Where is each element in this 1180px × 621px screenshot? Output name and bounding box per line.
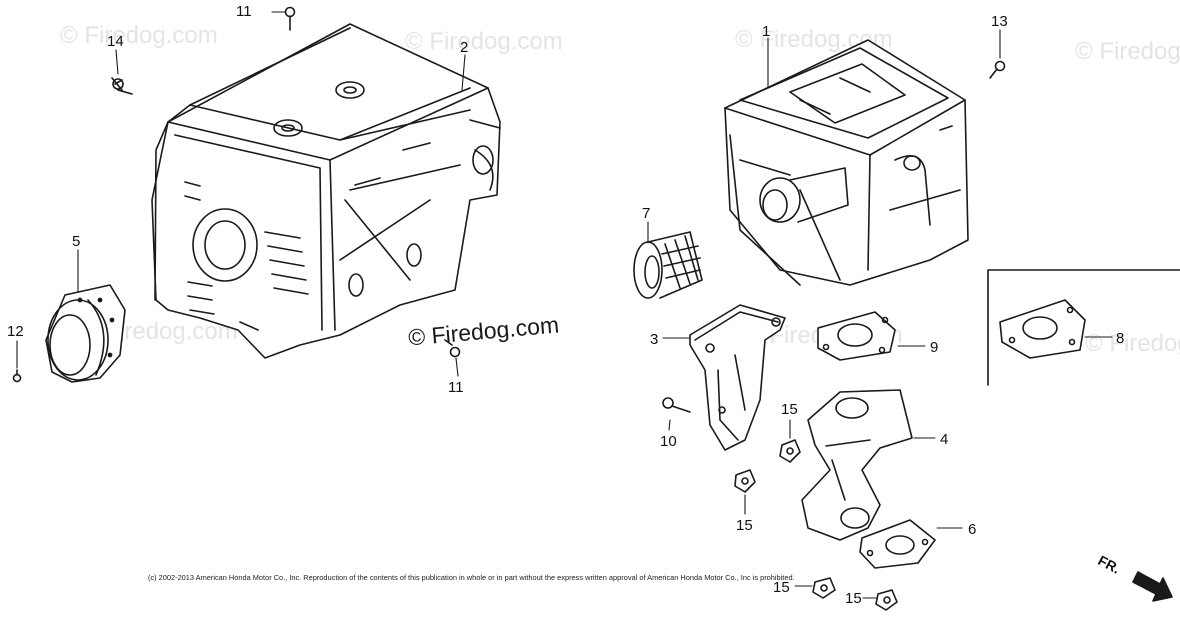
watermark: © Firedog.com (1085, 330, 1180, 357)
callout-14: 14 (107, 33, 124, 50)
screw-part-11-top (284, 6, 296, 31)
callout-1: 1 (762, 23, 771, 40)
callout-2: 2 (460, 39, 469, 56)
exhaust-cap-part-5 (45, 284, 126, 383)
nut-part-15-a (779, 439, 801, 463)
watermark: © Firedog.com (405, 28, 563, 55)
nut-part-15-c (812, 577, 836, 599)
muffler-protector-part-2 (151, 23, 501, 359)
callout-15-c: 15 (773, 579, 790, 596)
callout-10: 10 (660, 433, 677, 450)
callout-9: 9 (930, 339, 939, 356)
screw-part-11-bottom (444, 339, 461, 358)
leader-lines (16, 11, 1113, 599)
bolt-part-10 (662, 397, 691, 413)
part-8-box-outline (987, 269, 1180, 386)
nut-part-15-d (875, 589, 898, 611)
callout-5: 5 (72, 233, 81, 250)
screw-part-12 (12, 369, 22, 383)
callout-8: 8 (1116, 330, 1125, 347)
callout-15-a: 15 (781, 401, 798, 418)
callout-11-top: 11 (236, 3, 252, 20)
exhaust-pipe-part-4 (801, 389, 913, 541)
callout-15-d: 15 (845, 590, 862, 607)
muffler-part-1 (724, 39, 969, 286)
watermark: © Firedog.com (1075, 38, 1180, 65)
callout-6: 6 (968, 521, 977, 538)
front-direction-arrow-icon (1132, 571, 1173, 602)
screw-part-13 (989, 60, 1006, 79)
bolt-part-14 (111, 77, 133, 95)
callout-4: 4 (940, 431, 949, 448)
spark-arrester-part-7 (633, 231, 703, 299)
gasket-part-8 (999, 299, 1086, 359)
watermark: © Firedog.com (60, 22, 218, 49)
callout-7: 7 (642, 205, 651, 222)
muffler-bracket-part-3 (689, 304, 786, 451)
callout-3: 3 (650, 331, 659, 348)
nut-part-15-b (734, 469, 756, 493)
callout-12: 12 (7, 323, 24, 340)
copyright-notice: (c) 2002-2013 American Honda Motor Co., … (148, 573, 795, 582)
callout-15-b: 15 (736, 517, 753, 534)
callout-13: 13 (991, 13, 1008, 30)
gasket-part-9 (817, 311, 896, 361)
callout-11-bottom: 11 (448, 379, 464, 396)
gasket-part-6 (859, 519, 936, 569)
